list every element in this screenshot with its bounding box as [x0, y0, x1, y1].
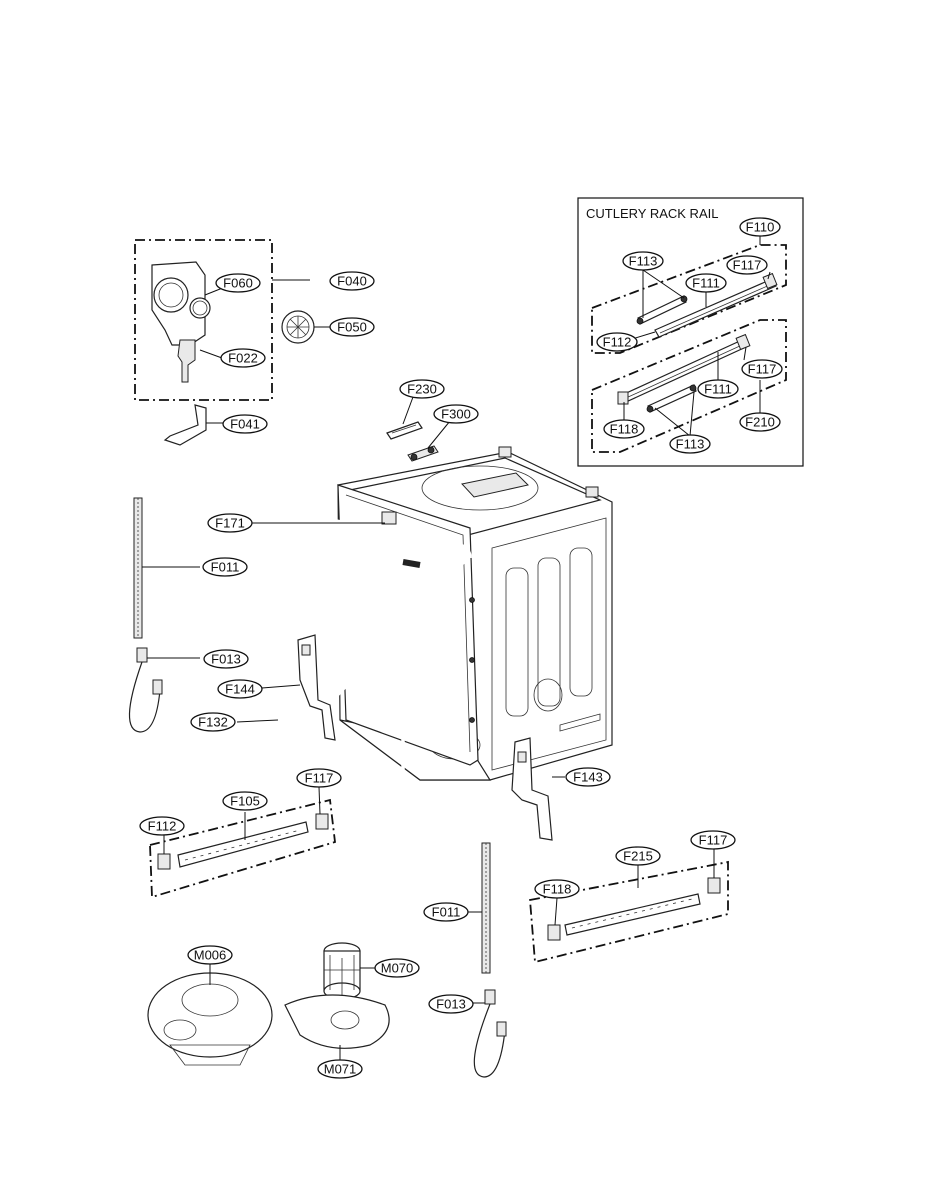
svg-text:M070: M070	[381, 961, 414, 976]
svg-text:F013: F013	[436, 997, 466, 1012]
callout-F117-inset-top: F117	[726, 255, 768, 275]
svg-text:F022: F022	[228, 351, 258, 366]
svg-text:F113: F113	[676, 437, 705, 452]
svg-text:F050: F050	[337, 320, 367, 335]
inset-lower-rail	[617, 333, 751, 413]
svg-text:M006: M006	[194, 948, 227, 963]
svg-text:F013: F013	[211, 652, 241, 667]
svg-text:F215: F215	[623, 849, 653, 864]
inset-upper-rail	[636, 272, 778, 338]
callout-F011-mid: F011	[423, 902, 469, 922]
svg-text:F113: F113	[629, 254, 658, 269]
callout-F215: F215	[615, 846, 661, 866]
callout-F118-inset: F118	[603, 419, 645, 439]
small-parts-top: F230 F300	[386, 379, 479, 462]
callout-F111-bot: F111	[697, 379, 739, 399]
callout-F105: F105	[222, 791, 268, 811]
svg-text:F117: F117	[748, 362, 777, 377]
right-hinge-bracket	[511, 737, 553, 841]
callout-F143: F143	[565, 767, 611, 787]
callout-F011-left: F011	[202, 557, 248, 577]
callout-F210: F210	[739, 412, 781, 432]
callout-F132: F132	[190, 712, 236, 732]
svg-text:F011: F011	[432, 905, 461, 920]
fill-assembly-group: F060 F040 F050 F022 F041	[134, 239, 375, 446]
svg-text:M071: M071	[324, 1062, 357, 1077]
svg-text:F132: F132	[198, 715, 228, 730]
svg-text:F143: F143	[573, 770, 603, 785]
svg-text:F011: F011	[211, 560, 240, 575]
callout-M071: M071	[317, 1059, 363, 1079]
svg-text:F112: F112	[148, 819, 177, 834]
callout-F060: F060	[215, 273, 261, 293]
inset-title: CUTLERY RACK RAIL	[586, 206, 718, 221]
hinge-part	[407, 445, 439, 462]
right-rack-rail-group	[529, 848, 729, 964]
svg-text:F040: F040	[337, 274, 367, 289]
callout-F300: F300	[433, 404, 479, 424]
svg-text:F230: F230	[407, 382, 437, 397]
right-door-cable	[468, 842, 507, 1078]
svg-text:F060: F060	[223, 276, 253, 291]
callout-F041: F041	[222, 414, 268, 434]
callout-M070: M070	[374, 958, 420, 978]
svg-text:F111: F111	[704, 382, 732, 397]
svg-text:F117: F117	[699, 833, 728, 848]
svg-text:F110: F110	[746, 220, 775, 235]
svg-text:F300: F300	[441, 407, 471, 422]
inset-lower-dash-box	[591, 319, 787, 453]
callout-M006: M006	[187, 945, 233, 965]
bracket-part	[163, 404, 207, 446]
callout-F112-left: F112	[139, 816, 185, 836]
svg-text:F144: F144	[225, 682, 255, 697]
left-door-cable	[128, 497, 200, 733]
fill-assembly-dash-box	[134, 239, 273, 401]
callout-F171: F171	[207, 513, 253, 533]
callout-F113-top: F113	[622, 251, 664, 271]
callout-F110: F110	[739, 217, 781, 237]
filter-cylinder	[323, 942, 375, 1000]
svg-text:F117: F117	[305, 771, 334, 786]
filter-disc	[281, 310, 315, 344]
sump-assembly	[147, 964, 273, 1066]
callout-F117-right: F117	[690, 830, 736, 850]
callout-F144: F144	[217, 679, 263, 699]
left-hinge-bracket	[297, 634, 336, 741]
svg-text:F118: F118	[543, 882, 572, 897]
cutlery-rack-rail-inset: CUTLERY RACK RAIL	[577, 197, 804, 467]
callout-F113-bot: F113	[669, 434, 711, 454]
left-rack-rail-group	[149, 786, 336, 899]
callout-F117-inset-bot: F117	[741, 359, 783, 379]
svg-text:F041: F041	[230, 417, 260, 432]
svg-text:F118: F118	[610, 422, 639, 437]
svg-text:F112: F112	[603, 335, 632, 350]
svg-text:F105: F105	[230, 794, 260, 809]
callout-F118-right: F118	[534, 879, 580, 899]
inset-upper-dash-box	[591, 244, 787, 354]
callout-F117-left: F117	[296, 768, 342, 788]
svg-text:F171: F171	[215, 516, 245, 531]
callout-F111-top: F111	[685, 273, 727, 293]
svg-text:F111: F111	[692, 276, 720, 291]
callout-F040: F040	[329, 271, 375, 291]
filter-plate	[284, 994, 390, 1060]
callout-F112-inset: F112	[596, 332, 638, 352]
callout-F013-mid: F013	[428, 994, 474, 1014]
gasket-part	[386, 421, 423, 440]
callout-F013-left: F013	[203, 649, 249, 669]
callout-F022: F022	[220, 348, 266, 368]
svg-text:F117: F117	[733, 258, 762, 273]
callout-F050: F050	[329, 317, 375, 337]
callout-F230: F230	[399, 379, 445, 399]
switch-part	[177, 339, 196, 383]
door-gasket	[276, 510, 472, 810]
svg-text:F210: F210	[745, 415, 775, 430]
